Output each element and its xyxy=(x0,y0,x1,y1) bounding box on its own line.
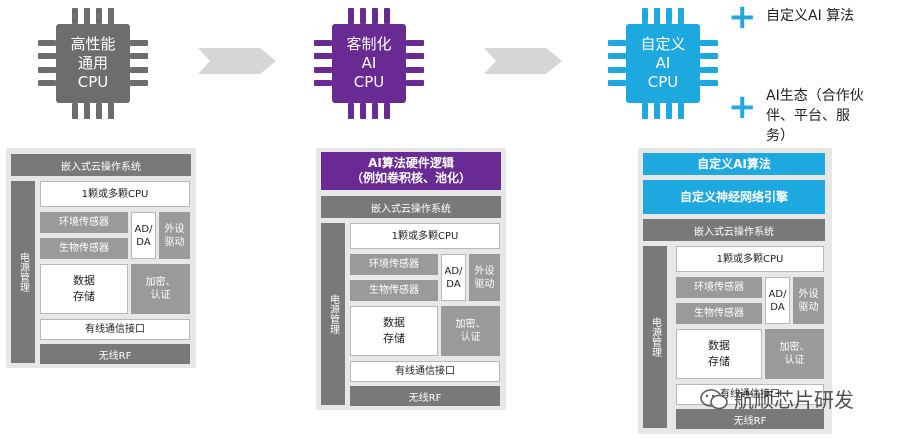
chip-label: 自定义 AI CPU xyxy=(626,24,700,103)
adda-cell: AD/ DA xyxy=(131,212,156,259)
power-management: 电源管理 xyxy=(11,181,35,363)
env-sensor: 环境传感器 xyxy=(676,277,762,298)
cpu-cell: 1颗或多颗CPU xyxy=(676,246,824,272)
os-bar: 嵌入式云操作系统 xyxy=(643,219,825,241)
wired-interface: 有线通信接口 xyxy=(350,361,500,382)
rf-bar: 无线RF xyxy=(350,386,500,406)
board-general: 嵌入式云操作系统 电源管理 1颗或多颗CPU 环境传感器 生物传感器 AD/ D… xyxy=(6,148,196,368)
adda-cell: AD/ DA xyxy=(441,254,466,301)
env-sensor: 环境传感器 xyxy=(40,212,128,233)
adda-cell: AD/ DA xyxy=(765,277,790,324)
crypto-cell: 加密、 认证 xyxy=(441,306,500,356)
bio-sensor: 生物传感器 xyxy=(40,238,128,259)
power-management: 电源管理 xyxy=(643,246,667,428)
driver-cell: 外设 驱动 xyxy=(469,254,500,301)
cpu-cell: 1颗或多颗CPU xyxy=(350,223,500,249)
chip-label: 客制化 AI CPU xyxy=(332,24,406,103)
rf-bar: 无线RF xyxy=(676,409,824,429)
storage-cell: 数据 存储 xyxy=(350,306,438,356)
plus-icon: + xyxy=(728,0,757,37)
neural-engine-header: 自定义神经网络引擎 xyxy=(643,180,825,214)
os-bar: 嵌入式云操作系统 xyxy=(321,196,501,218)
watermark: 航顺芯片研发 xyxy=(700,384,854,413)
note-custom-ai-algo: 自定义AI 算法 xyxy=(766,8,855,24)
storage-cell: 数据 存储 xyxy=(676,329,762,379)
arrow-right-icon xyxy=(484,48,562,74)
ai-hw-logic-header: AI算法硬件逻辑 （例如卷积核、池化） xyxy=(321,152,501,190)
os-bar: 嵌入式云操作系统 xyxy=(11,154,191,176)
board-custom-ai-full: 自定义AI算法 自定义神经网络引擎 嵌入式云操作系统 电源管理 1颗或多颗CPU… xyxy=(638,148,832,434)
storage-cell: 数据 存储 xyxy=(40,264,128,314)
driver-cell: 外设 驱动 xyxy=(159,212,190,259)
rf-bar: 无线RF xyxy=(40,344,190,364)
power-management: 电源管理 xyxy=(321,223,345,405)
custom-ai-algo-header: 自定义AI算法 xyxy=(643,153,825,175)
arrow-right-icon xyxy=(198,48,276,74)
crypto-cell: 加密、 认证 xyxy=(131,264,190,314)
board-custom-ai: AI算法硬件逻辑 （例如卷积核、池化） 嵌入式云操作系统 电源管理 1颗或多颗C… xyxy=(316,148,506,410)
wired-interface: 有线通信接口 xyxy=(40,319,190,340)
plus-icon: + xyxy=(728,87,757,127)
bio-sensor: 生物传感器 xyxy=(676,303,762,324)
bio-sensor: 生物传感器 xyxy=(350,280,438,301)
cpu-cell: 1颗或多颗CPU xyxy=(40,181,190,207)
wechat-icon xyxy=(700,388,728,409)
watermark-text: 航顺芯片研发 xyxy=(734,388,854,412)
driver-cell: 外设 驱动 xyxy=(793,277,824,324)
note-ai-ecosystem: AI生态（合作伙 伴、平台、服 务） xyxy=(766,88,864,144)
env-sensor: 环境传感器 xyxy=(350,254,438,275)
chip-label: 高性能 通用 CPU xyxy=(56,24,130,103)
crypto-cell: 加密、 认证 xyxy=(765,329,824,379)
